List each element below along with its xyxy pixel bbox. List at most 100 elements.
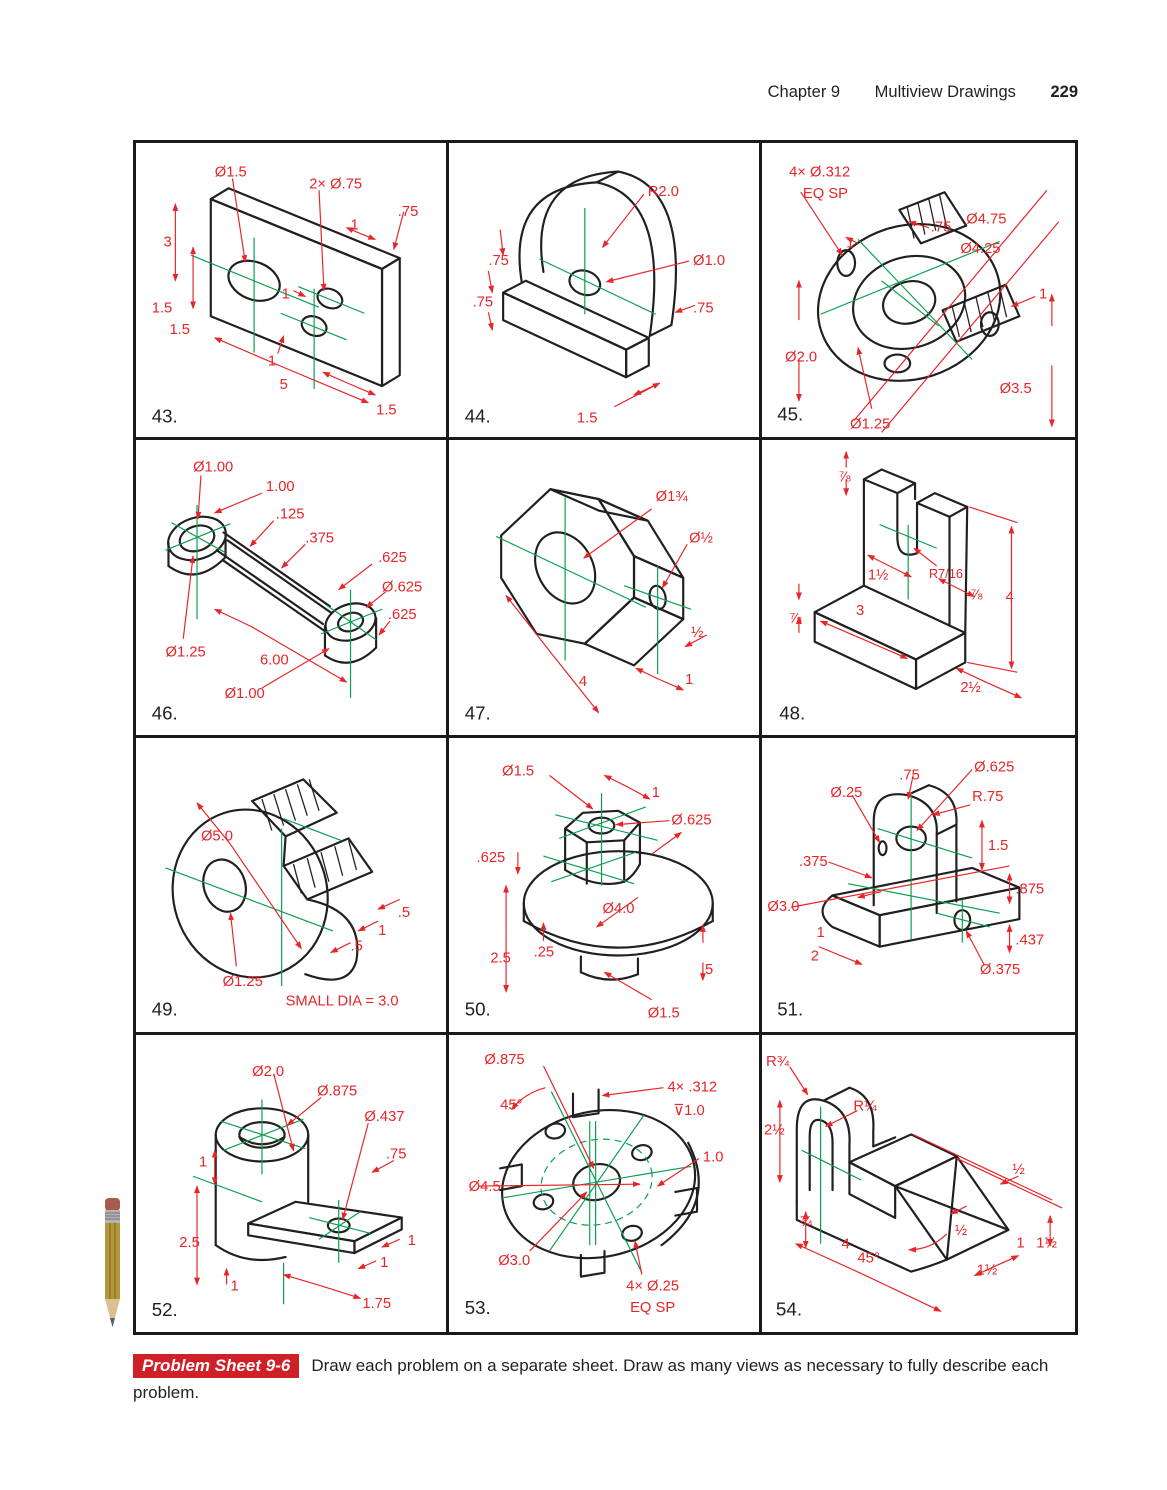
problem-number: 45. xyxy=(777,404,803,425)
dim-label: 1 xyxy=(380,1255,388,1271)
dim-label: 45° xyxy=(500,1097,522,1113)
dim-label: EQ SP xyxy=(803,186,848,202)
dim-label: Ø.625 xyxy=(382,580,422,596)
dim-label: .437 xyxy=(1015,932,1044,948)
dim-label: .75 xyxy=(899,767,920,783)
dim-label: 1.5 xyxy=(376,403,397,419)
dim-label: 2× Ø.75 xyxy=(309,176,362,192)
problem-number: 54. xyxy=(776,1298,802,1319)
chapter-label: Chapter 9 xyxy=(767,83,841,101)
dim-label: ¾ xyxy=(800,1214,813,1230)
dim-label: Ø4.75 xyxy=(966,212,1006,228)
dim-label: 1½ xyxy=(868,568,889,584)
dim-label: 1½ xyxy=(1036,1235,1057,1251)
problem-number: 43. xyxy=(152,405,178,426)
dim-label: 1 xyxy=(351,218,359,234)
problem-number: 51. xyxy=(777,998,803,1019)
problem-45-figure: 4× Ø.312 EQ SP .75 Ø4.75 Ø4.25 1 1 Ø2.0 … xyxy=(777,164,1060,433)
dim-label: 1 xyxy=(1039,286,1047,302)
page-number: 229 xyxy=(1050,83,1078,101)
dim-label: Ø1.0 xyxy=(693,253,725,269)
dim-label: 1.0 xyxy=(703,1149,724,1165)
problem-number: 48. xyxy=(779,703,805,724)
dim-label: .5 xyxy=(398,905,410,921)
dim-label: 4× .312 xyxy=(667,1079,717,1095)
dim-label: Ø.437 xyxy=(364,1109,404,1125)
dim-label: .75 xyxy=(693,300,714,316)
dim-label: R.75 xyxy=(972,788,1003,804)
dim-label: 1.5 xyxy=(152,300,173,316)
problem-cell-52: Ø2.0 Ø.875 Ø.437 .75 1 2.5 1 1 1 1.75 52… xyxy=(136,1034,449,1332)
dim-label: 1 xyxy=(268,353,276,369)
dim-label: .625 xyxy=(378,550,407,566)
dim-label: Ø3.5 xyxy=(1000,381,1032,397)
problem-43-figure: Ø1.5 2× Ø.75 .75 3 1 1.5 1.5 1 1 5 1.5 4… xyxy=(152,164,419,426)
dim-label: ⅞ xyxy=(789,611,802,627)
dim-label: 45° xyxy=(857,1250,880,1266)
dim-label: .5 xyxy=(351,938,363,954)
dim-label: 5 xyxy=(280,377,288,393)
problem-54-figure: R¾ R¼ 2½ ¾ 45° 4 ½ ½ 1 1½ 1½ 54. xyxy=(764,1054,1063,1319)
dim-label: .5 xyxy=(701,962,713,978)
dim-label: 1 xyxy=(817,924,825,940)
dim-label: 3 xyxy=(164,234,172,250)
dim-label: 4× Ø.312 xyxy=(789,164,850,180)
dim-label: Ø2.0 xyxy=(785,349,817,365)
dim-label: 1.00 xyxy=(266,479,295,495)
problem-number: 44. xyxy=(465,405,491,426)
dim-label: 4 xyxy=(841,1236,849,1252)
problem-50-figure: Ø1.5 1 Ø.625 .625 Ø4.0 2.5 .25 .5 Ø1.5 5… xyxy=(465,763,714,1021)
problem-47-figure: Ø1¾ Ø½ ½ 4 1 47. xyxy=(465,488,713,724)
problem-44-figure: R2.0 Ø1.0 .75 .75 .75 1.5 44. xyxy=(465,170,725,426)
problem-number: 47. xyxy=(465,703,491,724)
dim-label: .875 xyxy=(1015,881,1044,897)
problem-sheet-badge: Problem Sheet 9-6 xyxy=(133,1354,300,1378)
problem-cell-53: Ø.875 45° 4× .312 ⊽1.0 1.0 Ø4.5 Ø3.0 4× … xyxy=(449,1034,762,1332)
dim-label: ½ xyxy=(955,1223,968,1239)
caption-text: Draw each problem on a separate sheet. D… xyxy=(133,1356,1049,1403)
dim-label: 1 xyxy=(652,785,660,801)
dim-label: 2½ xyxy=(960,680,981,696)
problem-number: 53. xyxy=(465,1297,491,1318)
dim-label: .75 xyxy=(931,220,952,236)
dim-label: R2.0 xyxy=(648,184,679,200)
dim-label: 1 xyxy=(846,235,854,251)
dim-label: 1 xyxy=(685,672,693,688)
problem-grid: Ø1.5 2× Ø.75 .75 3 1 1.5 1.5 1 1 5 1.5 4… xyxy=(133,140,1078,1335)
dim-label: .75 xyxy=(488,253,509,269)
dim-label: ⅞ xyxy=(970,588,983,604)
dim-label: 2½ xyxy=(764,1122,785,1138)
dim-label: Ø1.25 xyxy=(223,973,263,989)
dim-label: 2 xyxy=(811,948,819,964)
dim-label: Ø3.0 xyxy=(498,1253,530,1269)
problem-number: 50. xyxy=(465,998,491,1019)
problem-53-figure: Ø.875 45° 4× .312 ⊽1.0 1.0 Ø4.5 Ø3.0 4× … xyxy=(465,1052,724,1318)
dim-label: Ø1¾ xyxy=(656,489,689,505)
dim-label: ½ xyxy=(1012,1162,1025,1178)
page-header: Chapter 9 Multiview Drawings 229 xyxy=(0,83,1078,102)
dim-label: Ø1.25 xyxy=(166,645,206,661)
dim-label: R7/16 xyxy=(929,566,963,581)
dim-label: .375 xyxy=(799,853,828,869)
problem-46-figure: Ø1.00 1.00 .125 .375 .625 Ø.625 .625 Ø1.… xyxy=(152,460,422,724)
dim-label: .75 xyxy=(386,1146,407,1162)
dim-label: Ø.625 xyxy=(671,812,711,828)
dim-label: 1.5 xyxy=(988,838,1009,854)
dim-label: R¼ xyxy=(853,1098,877,1114)
dim-label: 1 xyxy=(230,1278,238,1294)
problem-number: 46. xyxy=(152,703,178,724)
problem-cell-43: Ø1.5 2× Ø.75 .75 3 1 1.5 1.5 1 1 5 1.5 4… xyxy=(136,143,449,441)
dim-label: 1 xyxy=(282,286,290,302)
problem-cell-45: 4× Ø.312 EQ SP .75 Ø4.75 Ø4.25 1 1 Ø2.0 … xyxy=(762,143,1075,441)
dim-label: Ø4.5 xyxy=(469,1179,501,1195)
dim-label: 1½ xyxy=(977,1262,998,1278)
problem-cell-47: Ø1¾ Ø½ ½ 4 1 47. xyxy=(449,440,762,738)
problem-cell-50: Ø1.5 1 Ø.625 .625 Ø4.0 2.5 .25 .5 Ø1.5 5… xyxy=(449,737,762,1035)
problem-cell-54: R¾ R¼ 2½ ¾ 45° 4 ½ ½ 1 1½ 1½ 54. xyxy=(762,1035,1075,1332)
problem-cell-46: Ø1.00 1.00 .125 .375 .625 Ø.625 .625 Ø1.… xyxy=(136,440,449,738)
dim-label: 3 xyxy=(856,603,864,619)
dim-label: 1.75 xyxy=(362,1296,391,1312)
dim-label: Ø1.5 xyxy=(215,164,247,180)
dim-label: Ø2.0 xyxy=(252,1064,284,1080)
